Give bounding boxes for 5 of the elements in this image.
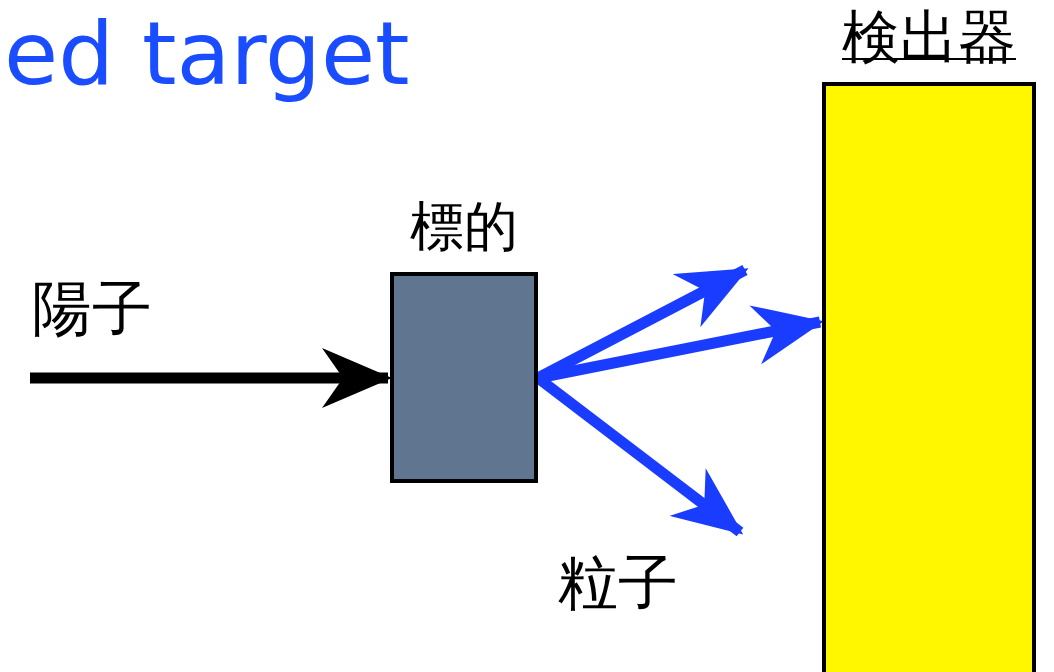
arrow bbox=[30, 348, 392, 408]
label-text: 陽子 bbox=[32, 278, 152, 338]
box-heading: 標的 bbox=[410, 200, 518, 254]
box-heading: 検出器 bbox=[842, 8, 1016, 66]
label-text: 粒子 bbox=[558, 552, 678, 612]
